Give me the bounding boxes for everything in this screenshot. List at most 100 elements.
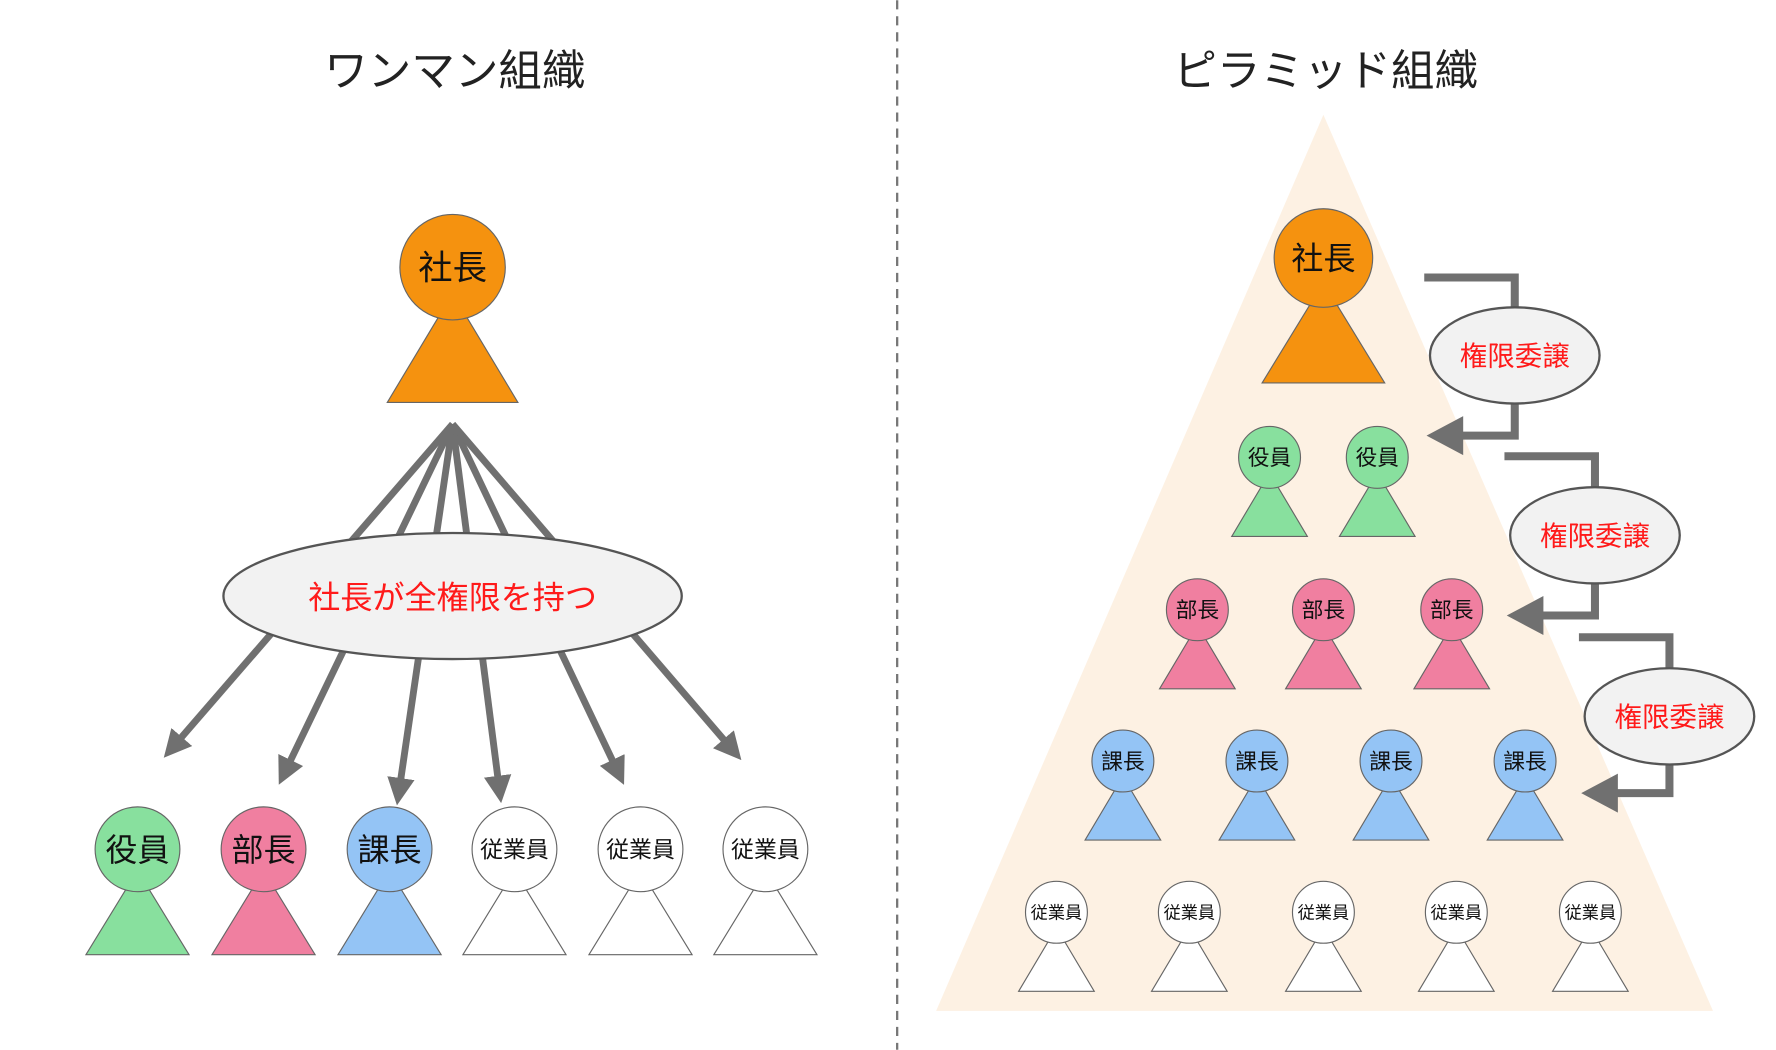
person-head <box>597 806 684 893</box>
person-役員: 役員 <box>1338 425 1417 538</box>
person-head <box>1238 425 1302 489</box>
person-役員: 役員 <box>84 806 191 956</box>
person-従業員: 従業員 <box>1417 880 1496 992</box>
person-head <box>220 806 307 893</box>
delegation-step: 権限委譲 <box>1504 452 1681 635</box>
person-head <box>471 806 558 893</box>
person-label: 従業員 <box>1565 903 1617 923</box>
person-label: 社長 <box>1291 240 1355 278</box>
person-label: 課長 <box>357 831 421 869</box>
person-label: 課長 <box>1101 750 1145 775</box>
person-label: 役員 <box>1248 446 1292 471</box>
delegation-label: 権限委譲 <box>1540 521 1650 553</box>
delegation-bubble <box>1509 486 1681 585</box>
person-body <box>461 869 568 956</box>
person-body <box>1338 471 1417 538</box>
person-label: 従業員 <box>606 838 675 864</box>
person-body <box>712 869 818 956</box>
person-従業員: 従業員 <box>587 806 694 956</box>
person-label: 従業員 <box>1164 903 1216 923</box>
person-head <box>1424 880 1488 944</box>
person-社長: 社長 <box>386 213 519 403</box>
person-body <box>1551 926 1630 992</box>
person-部長: 部長 <box>1412 578 1491 690</box>
person-head <box>1291 880 1355 944</box>
person-body <box>1284 926 1363 992</box>
person-head <box>722 806 809 893</box>
person-課長: 課長 <box>1486 729 1564 841</box>
person-課長: 課長 <box>336 806 443 956</box>
delegation-step: 権限委譲 <box>1424 273 1601 456</box>
left-title: ワンマン組織 <box>324 47 585 97</box>
person-body <box>84 869 191 956</box>
person-body <box>1417 926 1496 992</box>
person-head <box>1157 880 1221 944</box>
person-body <box>1218 775 1296 841</box>
right-title: ピラミッド組織 <box>1173 47 1478 97</box>
person-body <box>1352 775 1430 841</box>
person-body <box>1486 775 1564 841</box>
person-body <box>1230 471 1309 538</box>
person-body <box>336 869 443 956</box>
delegation-bubble <box>1583 667 1756 766</box>
person-label: 部長 <box>1176 599 1220 624</box>
person-head <box>1165 578 1229 642</box>
person-head <box>1291 578 1355 642</box>
person-label: 社長 <box>418 249 487 289</box>
person-body <box>210 869 317 956</box>
person-label: 部長 <box>231 831 295 869</box>
person-label: 従業員 <box>731 838 800 864</box>
person-head <box>1493 729 1557 793</box>
person-課長: 課長 <box>1218 729 1296 841</box>
person-body <box>1084 775 1162 841</box>
person-label: 役員 <box>105 831 169 869</box>
person-label: 従業員 <box>1431 903 1483 923</box>
person-従業員: 従業員 <box>1284 880 1363 992</box>
person-body <box>1261 281 1386 384</box>
person-head <box>346 806 433 893</box>
person-head <box>399 213 506 321</box>
callout-text: 社長が全権限を持つ <box>308 579 597 617</box>
person-body <box>1412 624 1491 690</box>
person-役員: 役員 <box>1230 425 1309 538</box>
arrowhead-icon <box>1506 596 1544 635</box>
person-従業員: 従業員 <box>1551 880 1630 992</box>
person-社長: 社長 <box>1261 208 1386 384</box>
person-body <box>386 292 519 403</box>
delegation-bubble <box>1428 306 1601 405</box>
person-label: 従業員 <box>1031 903 1083 923</box>
person-head <box>1558 880 1622 944</box>
person-従業員: 従業員 <box>461 806 568 956</box>
person-label: 従業員 <box>480 838 549 864</box>
person-label: 課長 <box>1503 750 1547 775</box>
arrowhead-icon <box>1581 773 1618 813</box>
person-label: 役員 <box>1355 446 1399 471</box>
person-label: 部長 <box>1302 599 1346 624</box>
person-head <box>1359 729 1423 793</box>
person-body <box>1284 624 1363 690</box>
person-label: 従業員 <box>1298 903 1350 923</box>
person-部長: 部長 <box>1158 578 1237 690</box>
person-label: 課長 <box>1369 750 1413 775</box>
person-label: 課長 <box>1235 750 1279 775</box>
person-body <box>1158 624 1237 690</box>
person-従業員: 従業員 <box>1017 880 1096 992</box>
arrowhead-icon <box>1426 416 1464 456</box>
person-従業員: 従業員 <box>1150 880 1229 992</box>
person-head <box>1420 578 1484 642</box>
person-head <box>94 806 181 893</box>
person-head <box>1024 880 1088 944</box>
person-body <box>1017 926 1096 992</box>
delegation-label: 権限委譲 <box>1460 341 1570 373</box>
person-部長: 部長 <box>1284 578 1363 690</box>
person-head <box>1091 729 1155 793</box>
person-課長: 課長 <box>1084 729 1162 841</box>
person-head <box>1345 425 1409 489</box>
person-head <box>1273 208 1374 308</box>
person-body <box>1150 926 1229 992</box>
delegation-label: 権限委譲 <box>1614 702 1724 734</box>
person-head <box>1225 729 1289 793</box>
person-label: 部長 <box>1430 599 1474 624</box>
person-body <box>587 869 694 956</box>
